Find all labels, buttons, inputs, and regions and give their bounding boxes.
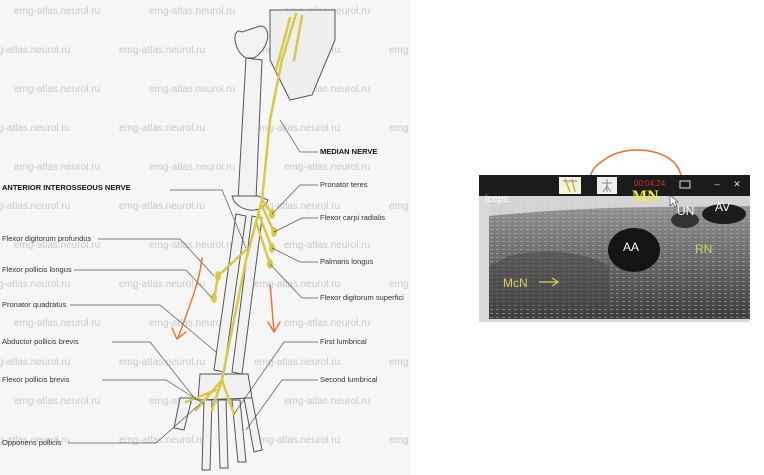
arm-nerve-diagram: emg-atlas.neurol.ru emg-atlas.neurol.ru em…	[0, 6, 410, 471]
axillary-artery-tag: AA	[623, 240, 640, 254]
watermark-text: emg-atlas.neurol.ru	[254, 279, 340, 290]
left-label-5: Opponens pollicis	[2, 438, 61, 447]
ultrasound-scan	[489, 196, 750, 319]
watermark-text: emg-atlas.neurol.ru	[149, 240, 235, 251]
thumbnail-diagram-icon[interactable]	[559, 177, 581, 194]
arm-bones	[173, 9, 336, 471]
watermark-text: emg-atlas.neurol.ru	[14, 84, 100, 95]
mouse-cursor-icon	[669, 194, 679, 208]
watermark-text: emg-atlas.neurol.ru	[389, 279, 410, 290]
right-label-5: Second lumbrical	[320, 375, 378, 384]
watermark-text: emg-atlas.neurol.ru	[389, 435, 410, 446]
watermark-text: emg-atlas.neurol.ru	[0, 123, 70, 134]
watermark-text: emg-atlas.neurol.ru	[119, 201, 205, 212]
hand-drawn-arrows	[171, 257, 281, 341]
ultrasound-image: iceps MN UN AV AA RN McN	[485, 188, 750, 319]
watermark-text: emg-atlas.neurol.ru	[0, 45, 70, 56]
watermark-text: emg-atlas.neurol.ru	[119, 45, 205, 56]
axillary-vein-shape	[702, 204, 746, 224]
watermark-text: emg-atlas.neurol.ru	[14, 240, 100, 251]
watermark-text: emg-atlas.neurol.ru	[284, 318, 370, 329]
watermark-text: emg-atlas.neurol.ru	[149, 396, 235, 407]
watermark-layer: emg-atlas.neurol.ru emg-atlas.neurol.ru em…	[0, 6, 410, 446]
right-label-1: Flexor carpi radialis	[320, 213, 385, 222]
window-titlebar: 00:04:24 – ✕	[479, 175, 750, 196]
radial-nerve-tag: RN	[695, 242, 713, 256]
watermark-text: emg-atlas.neurol.ru	[149, 318, 235, 329]
thumbnail-figure-icon[interactable]	[597, 177, 617, 194]
left-label-2: Pronator quadratus	[2, 300, 66, 309]
right-label-4: First lumbrical	[320, 337, 367, 346]
leader-lines	[68, 119, 318, 444]
watermark-text: emg-atlas.neurol.ru	[14, 318, 100, 329]
watermark-text: emg-atlas.neurol.ru	[254, 123, 340, 134]
axillary-artery-shape	[608, 228, 660, 272]
watermark-text: emg-atlas.neurol.ru	[14, 396, 100, 407]
watermark-text: emg-atlas.neurol.ru	[254, 201, 340, 212]
right-label-0: Pronator teres	[320, 180, 368, 189]
recording-timer: 00:04:24	[634, 179, 666, 188]
watermark-text: emg-atlas.neurol.ru	[0, 201, 70, 212]
watermark-text: emg-atlas.neurol.ru	[389, 201, 410, 212]
watermark-text: emg-atlas.neurol.ru	[0, 435, 70, 446]
watermark-text: emg-atlas.neurol.ru	[0, 357, 70, 368]
axillary-vein-tag: AV	[715, 200, 731, 214]
watermark-text: emg-atlas.neurol.ru	[389, 123, 410, 134]
watermark-text: emg-atlas.neurol.ru	[14, 162, 100, 173]
right-label-3: Flexor digitorum superfici	[320, 293, 404, 302]
watermark-text: emg-atlas.neurol.ru	[254, 435, 340, 446]
mcn-arrow-icon	[539, 277, 560, 287]
ulnar-nerve-tag: UN	[677, 204, 695, 218]
left-label-4: Flexor pollicis brevis	[2, 375, 70, 384]
watermark-text: emg-atlas.neurol.ru	[389, 45, 410, 56]
watermark-text: emg-atlas.neurol.ru	[119, 123, 205, 134]
watermark-text: emg-atlas.neurol.ru	[389, 357, 410, 368]
watermark-text: emg-atlas.neurol.ru	[119, 279, 205, 290]
watermark-text: emg-atlas.neurol.ru	[284, 240, 370, 251]
biceps-label: iceps	[485, 194, 509, 205]
watermark-text: emg-atlas.neurol.ru	[14, 6, 100, 17]
watermark-text: emg-atlas.neurol.ru	[149, 6, 235, 17]
right-label-2: Palmaris longus	[320, 257, 374, 266]
median-nerve-label: MEDIAN NERVE	[320, 147, 377, 156]
watermark-text: emg-atlas.neurol.ru	[149, 84, 235, 95]
watermark-text: emg-atlas.neurol.ru	[149, 162, 235, 173]
left-label-3: Abductor pollicis brevis	[2, 337, 79, 346]
anterior-interosseous-nerve-label: ANTERIOR INTEROSSEOUS NERVE	[2, 183, 131, 192]
screen-icon[interactable]	[679, 178, 691, 191]
watermark-text: emg-atlas.neurol.ru	[284, 162, 370, 173]
watermark-text: emg-atlas.neurol.ru	[284, 396, 370, 407]
watermark-text: emg-atlas.neurol.ru	[0, 279, 70, 290]
left-label-0: Flexor digitorum profundus	[2, 234, 91, 243]
watermark-text: emg-atlas.neurol.ru	[284, 84, 370, 95]
watermark-text: emg-atlas.neurol.ru	[254, 357, 340, 368]
ulnar-nerve-shape	[671, 212, 699, 228]
watermark-text: emg-atlas.neurol.ru	[119, 435, 205, 446]
anatomy-diagram-panel: emg-atlas.neurol.ru emg-atlas.neurol.ru em…	[0, 6, 410, 471]
close-button[interactable]: ✕	[733, 179, 741, 189]
minimize-button[interactable]: –	[714, 179, 720, 189]
left-label-1: Flexor pollicis longus	[2, 265, 72, 274]
watermark-text: emg-atlas.neurol.ru	[119, 357, 205, 368]
musculocutaneous-nerve-tag: McN	[503, 276, 528, 290]
ultrasound-window: 00:04:24 – ✕	[479, 175, 750, 322]
median-nerve-tag: MN	[632, 188, 659, 205]
